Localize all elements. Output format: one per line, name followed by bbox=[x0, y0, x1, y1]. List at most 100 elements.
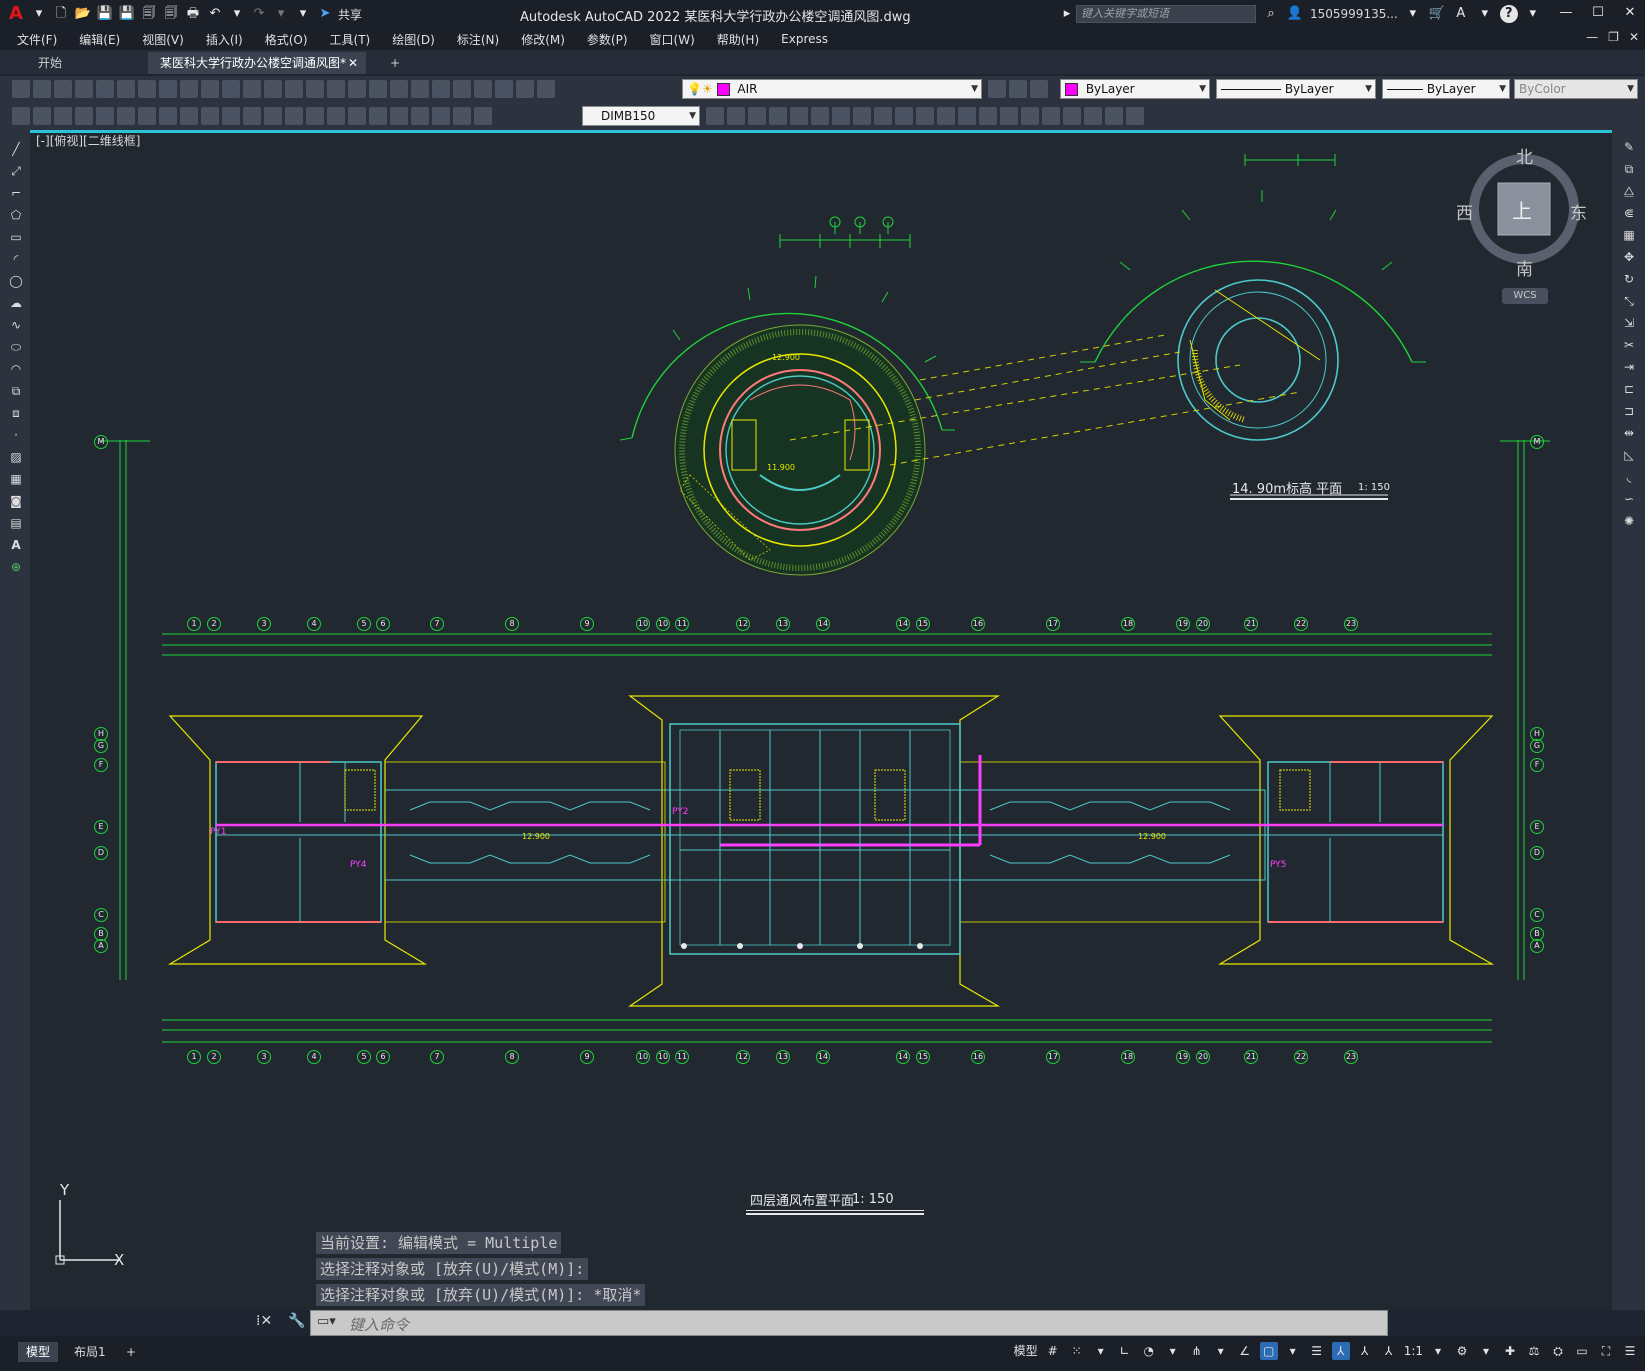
redo-dropdown-icon[interactable]: ▾ bbox=[277, 6, 285, 21]
dim-update-icon[interactable] bbox=[474, 107, 492, 125]
modify-3-icon[interactable] bbox=[769, 107, 787, 125]
help-icon[interactable]: ? bbox=[1499, 5, 1518, 23]
modify-20-icon[interactable] bbox=[1126, 107, 1144, 125]
chamfer-icon[interactable]: ◺ bbox=[1624, 448, 1634, 462]
modify-1-icon[interactable] bbox=[727, 107, 745, 125]
annotation-monitor-icon[interactable]: ✚ bbox=[1504, 1344, 1516, 1358]
quick-dim-icon[interactable] bbox=[243, 107, 261, 125]
markup-icon[interactable] bbox=[474, 80, 492, 98]
snap-icon[interactable]: ⁙ bbox=[1071, 1344, 1082, 1358]
tool-a-icon[interactable] bbox=[12, 107, 30, 125]
scale-dropdown-icon[interactable]: ▾ bbox=[1434, 1344, 1442, 1358]
region-icon[interactable]: ◙ bbox=[10, 494, 22, 508]
lineweight-dropdown[interactable]: ByLayer ▼ bbox=[1382, 79, 1510, 99]
dimstyle-manager-icon[interactable] bbox=[706, 107, 724, 125]
stretch-icon[interactable]: ⇲ bbox=[1623, 316, 1635, 330]
object-snap-icon[interactable]: ▢ bbox=[1259, 1342, 1278, 1360]
zoom-previous-icon[interactable] bbox=[369, 80, 387, 98]
hatch-icon[interactable]: ▨ bbox=[10, 450, 22, 464]
menu-window[interactable]: 窗口(W) bbox=[649, 32, 695, 47]
autodesk-a360-icon[interactable]: A bbox=[1456, 6, 1466, 21]
units-icon[interactable]: ⚖ bbox=[1528, 1344, 1540, 1358]
modify-13-icon[interactable] bbox=[979, 107, 997, 125]
menu-insert[interactable]: 插入(I) bbox=[205, 32, 243, 47]
menu-express[interactable]: Express bbox=[781, 32, 828, 46]
cut-icon[interactable] bbox=[159, 80, 177, 98]
break-at-point-icon[interactable]: ⊏ bbox=[1623, 382, 1635, 396]
mtext-icon[interactable]: A bbox=[11, 538, 21, 552]
plot-icon[interactable]: 🖶 bbox=[186, 6, 200, 21]
open-icon[interactable] bbox=[33, 80, 51, 98]
offset-icon[interactable]: ⋐ bbox=[1623, 206, 1635, 220]
workspace-gear-icon[interactable]: ⚙ bbox=[1456, 1344, 1468, 1358]
menu-dimension[interactable]: 标注(N) bbox=[456, 32, 500, 47]
modify-4-icon[interactable] bbox=[790, 107, 808, 125]
3d-print-icon[interactable] bbox=[138, 80, 156, 98]
blend-curves-icon[interactable]: ∽ bbox=[1623, 492, 1635, 506]
user-dropdown-icon[interactable]: ▾ bbox=[1409, 6, 1417, 21]
match-prop-icon[interactable] bbox=[222, 80, 240, 98]
break-icon[interactable]: ⊐ bbox=[1623, 404, 1635, 418]
spline-icon[interactable]: ∿ bbox=[10, 318, 22, 332]
dim-diameter-icon[interactable] bbox=[201, 107, 219, 125]
print-icon[interactable] bbox=[75, 80, 93, 98]
menu-edit[interactable]: 编辑(E) bbox=[79, 32, 121, 47]
web-save-icon[interactable]: 🗐 bbox=[164, 6, 178, 21]
rotate-icon[interactable]: ↻ bbox=[1623, 272, 1635, 286]
polar-icon[interactable]: ◔ bbox=[1143, 1344, 1154, 1358]
modify-10-icon[interactable] bbox=[916, 107, 934, 125]
undo-icon[interactable]: ↶ bbox=[209, 6, 221, 21]
dim-baseline-icon[interactable] bbox=[264, 107, 282, 125]
a360-dropdown-icon[interactable]: ▾ bbox=[1481, 6, 1489, 21]
extend-icon[interactable]: ⇥ bbox=[1623, 360, 1635, 374]
dim-edit-icon[interactable] bbox=[432, 107, 450, 125]
modify-19-icon[interactable] bbox=[1105, 107, 1123, 125]
join-icon[interactable]: ⇹ bbox=[1623, 426, 1635, 440]
menu-file[interactable]: 文件(F) bbox=[17, 32, 58, 47]
viewcube[interactable]: 北 南 东 西 上 bbox=[1456, 147, 1587, 280]
modify-8-icon[interactable] bbox=[874, 107, 892, 125]
scale-icon[interactable]: ⤡ bbox=[1624, 294, 1634, 308]
new-tab-button[interactable]: + bbox=[390, 56, 401, 70]
polar-dropdown-icon[interactable]: ▾ bbox=[1169, 1344, 1176, 1358]
modify-6-icon[interactable] bbox=[832, 107, 850, 125]
modify-2-icon[interactable] bbox=[748, 107, 766, 125]
add-layout-button[interactable]: + bbox=[126, 1345, 137, 1359]
make-block-icon[interactable]: ⧈ bbox=[12, 406, 20, 420]
calculator-icon[interactable] bbox=[495, 80, 513, 98]
viewcube-south[interactable]: 南 bbox=[1516, 260, 1533, 280]
command-recent-icon[interactable]: ▭▾ bbox=[317, 1314, 336, 1329]
modify-7-icon[interactable] bbox=[853, 107, 871, 125]
dim-angular-icon[interactable] bbox=[222, 107, 240, 125]
add-selected-icon[interactable]: ⊕ bbox=[10, 560, 22, 574]
fillet-icon[interactable]: ◟ bbox=[1626, 470, 1632, 484]
pan-icon[interactable] bbox=[306, 80, 324, 98]
tab-document[interactable]: 某医科大学行政办公楼空调通风图* ✕ bbox=[148, 52, 366, 74]
viewcube-west[interactable]: 西 bbox=[1456, 204, 1473, 224]
search-icon[interactable]: ⌕ bbox=[1267, 6, 1275, 21]
modify-14-icon[interactable] bbox=[1000, 107, 1018, 125]
menu-view[interactable]: 视图(V) bbox=[142, 32, 184, 47]
revcloud-icon[interactable]: ☁ bbox=[10, 296, 22, 310]
layer-isolate-icon[interactable] bbox=[1030, 80, 1048, 98]
menu-draw[interactable]: 绘图(D) bbox=[392, 32, 435, 47]
menu-parametric[interactable]: 参数(P) bbox=[586, 32, 628, 47]
modify-15-icon[interactable] bbox=[1021, 107, 1039, 125]
polyline-icon[interactable]: ⌐ bbox=[10, 186, 22, 200]
center-mark-icon[interactable] bbox=[369, 107, 387, 125]
menu-format[interactable]: 格式(O) bbox=[264, 32, 308, 47]
modify-18-icon[interactable] bbox=[1084, 107, 1102, 125]
table-icon[interactable]: ▤ bbox=[10, 516, 22, 530]
dimstyle-dropdown[interactable]: DIMB150 ▼ bbox=[582, 106, 700, 126]
viewcube-north[interactable]: 北 bbox=[1516, 148, 1533, 168]
maximize-icon[interactable]: ☐ bbox=[1592, 5, 1604, 20]
linetype-dropdown[interactable]: ByLayer ▼ bbox=[1216, 79, 1376, 99]
array-icon[interactable]: ▦ bbox=[1623, 228, 1635, 242]
modify-16-icon[interactable] bbox=[1042, 107, 1060, 125]
viewcube-top-face[interactable]: 上 bbox=[1512, 199, 1532, 223]
preview-icon[interactable] bbox=[96, 80, 114, 98]
dim-aligned-icon[interactable] bbox=[96, 107, 114, 125]
make-current-icon[interactable] bbox=[988, 80, 1006, 98]
workspace-dropdown-icon[interactable]: ▾ bbox=[1482, 1344, 1490, 1358]
annotation-scale-icon[interactable]: ⅄ bbox=[1385, 1344, 1393, 1358]
